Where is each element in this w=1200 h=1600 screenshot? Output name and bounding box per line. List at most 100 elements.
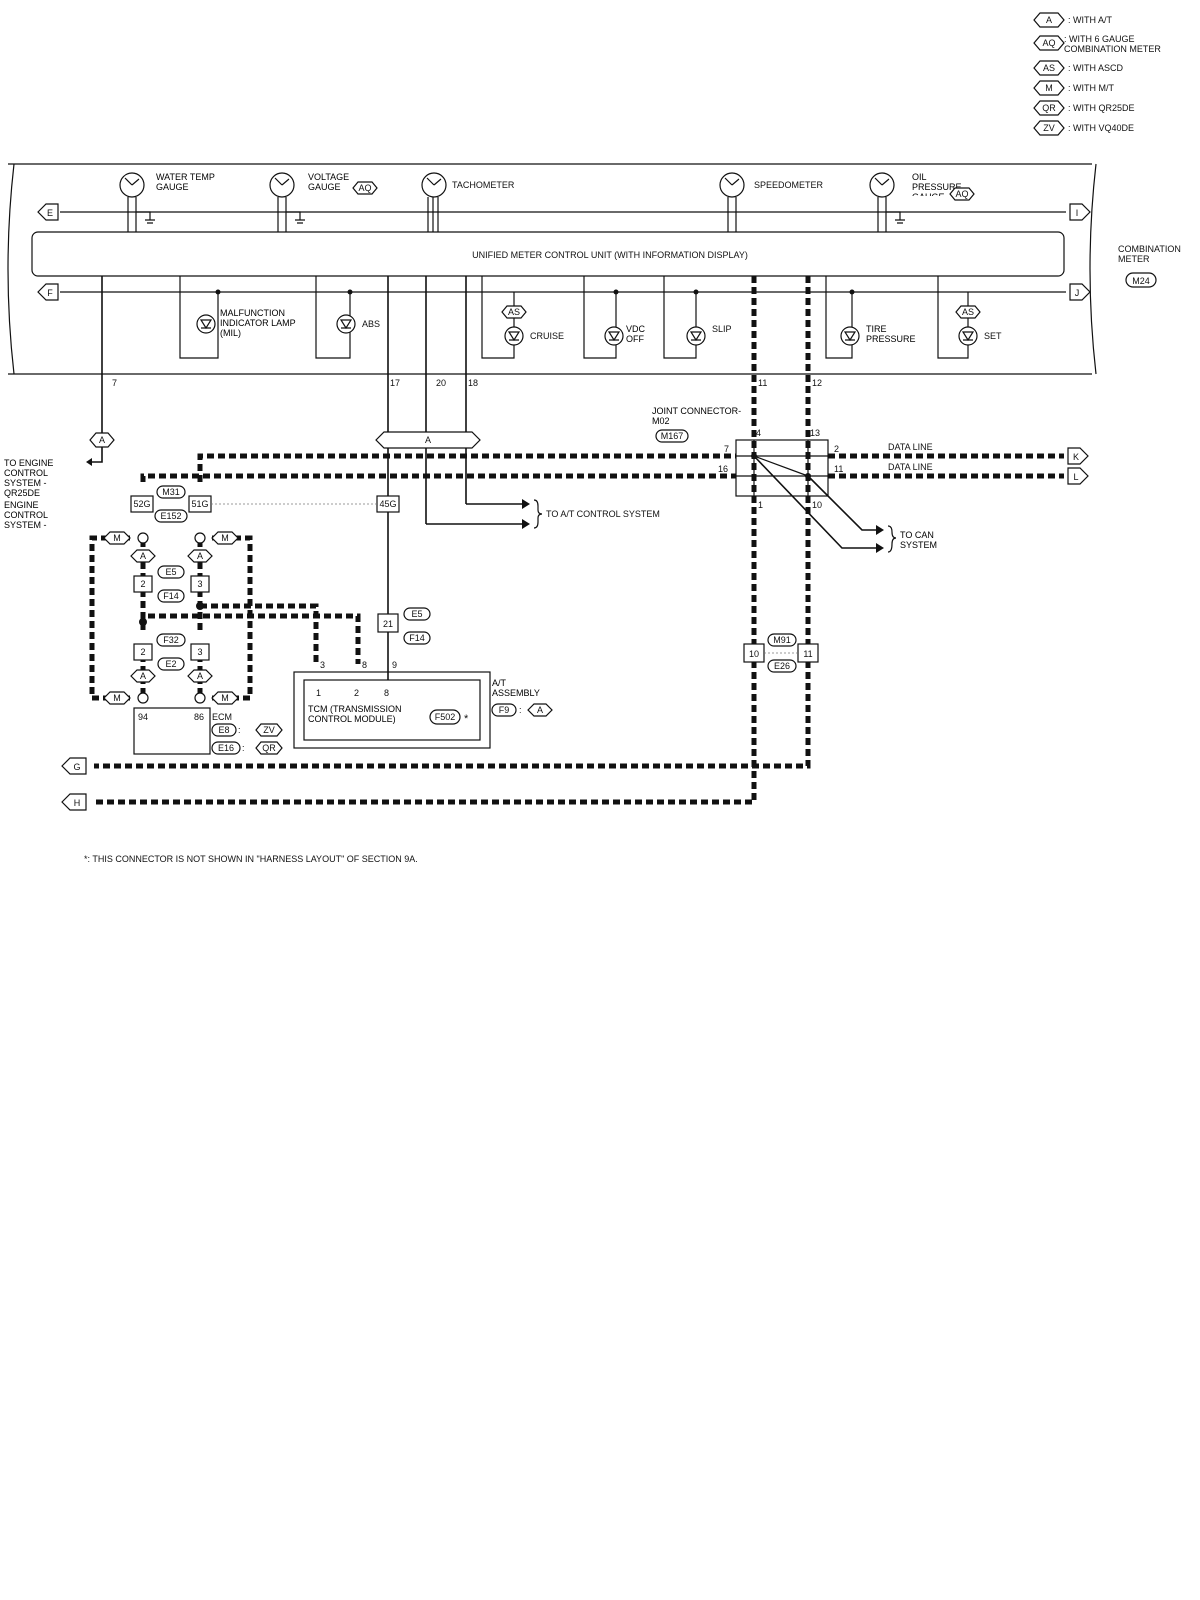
upper-left-pin [137,532,149,544]
ecm-box [133,707,211,755]
arrow-h-icon [61,793,87,811]
tcm-bottom-pin-1: 1 [316,688,321,698]
abs-diode [339,319,353,330]
at-assembly-label-wrap: A/T ASSEMBLY [492,678,540,698]
arrow-h: H [74,798,81,808]
jc-pin-13: 13 [810,428,820,438]
gauges: WATER TEMP GAUGE VOLTAGE GAUGE AQ TACHOM… [119,172,975,232]
speedometer-label: SPEEDOMETER [754,180,824,190]
vdc-diode [607,331,621,342]
to-can-arrow-1-icon [876,525,884,535]
opt-a-ur-badge [187,549,213,563]
connector-e5-left: E5 [165,567,176,577]
jc-pin-10: 10 [812,500,822,510]
ecm-pin-94: 94 [138,712,148,722]
tire-label: TIRE PRESSURE [866,324,916,344]
connector-m91: M91 [773,635,791,645]
meter-pin-7: 7 [112,378,117,388]
arrow-l: L [1073,472,1078,482]
at-assembly-box [293,671,491,749]
f32-badge [156,633,186,647]
legend-text-qr: : WITH QR25DE [1068,103,1135,113]
cruise-option: AS [508,307,520,317]
data-line-1: DATA LINE [888,442,933,452]
f14-left-badge [157,589,185,603]
mid-pin-2a-box [133,575,153,593]
tcm-star: * [464,713,469,725]
e2-badge [157,657,185,671]
to-can-brace [887,525,897,553]
bus-arrow-i [1069,203,1091,221]
ecm-connector-2: E16 [218,743,234,753]
connector-f32: F32 [163,635,179,645]
meter-pin-17: 17 [390,378,400,388]
bus-arrow-e [37,203,59,221]
jc-pin-52g: 52G [133,499,150,509]
tcm-top-pin-8: 8 [362,660,367,670]
tire-node [849,289,855,295]
engine-vq-label: ENGINE CONTROL SYSTEM - VQ40DE [4,500,48,530]
footnote: *: THIS CONNECTOR IS NOT SHOWN IN "HARNE… [84,854,418,864]
to-engine-wrap: TO ENGINE CONTROL SYSTEM - QR25DE ENGINE… [4,458,54,530]
mid-pin-3b: 3 [197,647,202,657]
tcm-bottom-pin-2: 2 [354,688,359,698]
oil-pressure-needle [874,177,890,186]
cruise-wiring [481,276,515,359]
bus-letter-e: E [47,208,53,218]
lower-left-pin [137,692,149,704]
arrow-g: G [73,762,80,772]
vdc-lamp-icon [604,326,624,346]
at-assembly-label: A/T ASSEMBLY [492,678,540,698]
to-engine-label: TO ENGINE CONTROL SYSTEM - QR25DE [4,458,54,498]
can-tcm-3 [200,603,319,664]
legend-code-as: AS [1043,63,1055,73]
option-a-left: A [99,435,105,445]
voltage-option: AQ [358,183,371,193]
meter-connector: M24 [1132,276,1150,286]
set-label: SET [984,331,1002,341]
cruise-diode [507,331,521,342]
tcm-connector: F502 [435,712,456,722]
arrow-k: K [1073,452,1079,462]
meter-pin-11: 11 [758,378,767,388]
set-option-badge [955,305,981,319]
opt-m-ul-badge [103,531,131,545]
legend-text-as: : WITH ASCD [1068,63,1124,73]
lower-right-pin [194,692,206,704]
abs-label: ABS [362,319,380,329]
joint-connector: M167 [661,431,684,441]
option-legend: A : WITH A/T AQ : WITH 6 GAUGE COMBINATI… [1033,12,1161,136]
ecm-qr-badge [255,741,283,755]
opt-m-lr: M [221,693,229,703]
opt-a-ul-badge [130,549,156,563]
e5-center-badge [403,607,431,621]
vdc-label-wrap: VDC OFF [626,324,645,344]
tire-label-wrap: TIRE PRESSURE [866,324,916,344]
at-connector: F9 [499,705,510,715]
joint-title: JOINT CONNECTOR-M02 [652,406,742,426]
splice-left [139,618,147,626]
connector-f14-left: F14 [163,591,179,601]
jc-pin-52g-box [130,495,154,513]
jc-pin-7: 7 [724,444,729,454]
bus-arrow-f [37,283,59,301]
mil-wiring [179,276,219,359]
cruise-label: CRUISE [530,331,564,341]
wire-to-engine [90,447,103,463]
voltage-label: VOLTAGE GAUGE [308,172,350,192]
ecm-connector-1: E8 [218,725,229,735]
upper-right-pin [194,532,206,544]
legend-badge-a [1033,12,1065,28]
meter-pin-20: 20 [436,378,446,388]
m91-badge [767,633,797,647]
water-temp-label: WATER TEMP GAUGE [156,172,215,192]
joint-title-wrap: JOINT CONNECTOR-M02 [652,406,742,426]
mid-pin-2b-box [133,643,153,661]
opt-m-ur-badge [211,531,239,545]
connector-e152: E152 [160,511,181,521]
ecm-opt-1: ZV [263,725,275,735]
connector-e26: E26 [774,661,790,671]
opt-m-ll: M [113,693,121,703]
connector-e5-center: E5 [411,609,422,619]
tire-wiring [825,276,853,359]
